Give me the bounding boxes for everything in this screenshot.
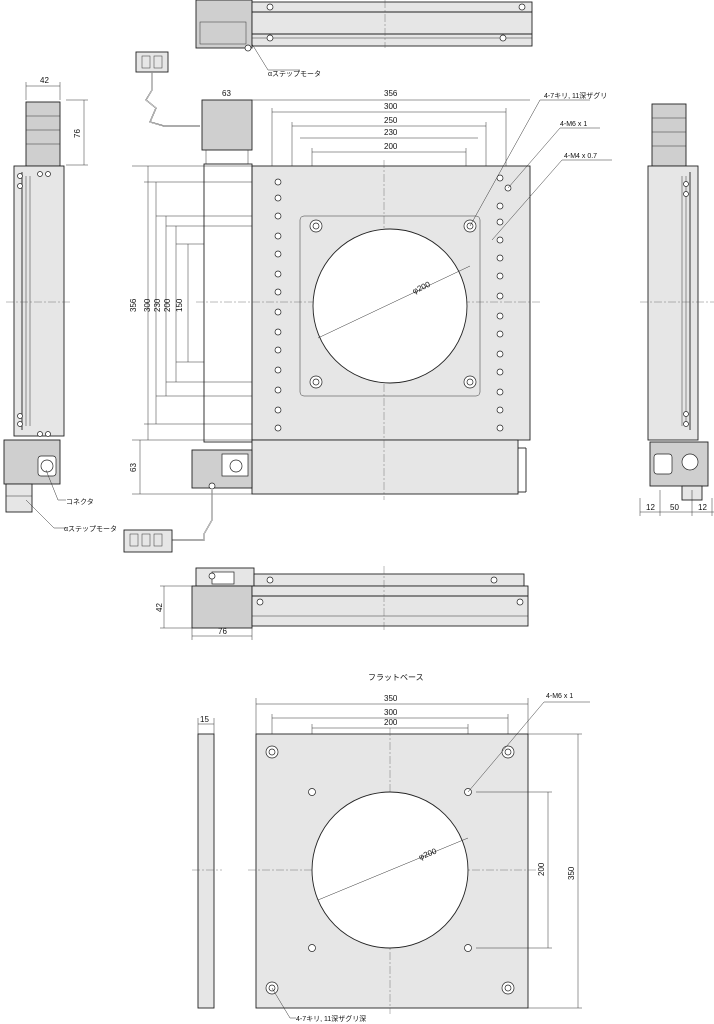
dim-left-200: 200	[163, 298, 172, 312]
left-motor-body	[25, 101, 61, 167]
right-side-view: 12 50 12	[639, 103, 714, 516]
flat-base-title: フラットベース	[368, 673, 424, 682]
left-stage-body	[13, 165, 65, 437]
top-motor-flange	[199, 21, 247, 45]
bottom-dim-42: 42	[155, 603, 164, 612]
bottom-view-rail	[253, 573, 525, 587]
main-plan-view: 63 356 300 250 230 200 356 300 230 200 1…	[123, 51, 612, 553]
left-hole-column	[274, 178, 282, 432]
base-dim-15: 15	[200, 715, 209, 724]
right-motor-body	[651, 103, 687, 167]
base-dim-right-350: 350	[567, 866, 576, 880]
base-dim-350: 350	[384, 694, 398, 703]
bottom-view-motor	[191, 585, 253, 629]
base-dim-300: 300	[384, 708, 398, 717]
main-center-bore	[312, 228, 468, 384]
top-motor-body	[195, 0, 253, 49]
bottom-connector	[123, 529, 173, 553]
callout-m6: 4-M6 x 1	[560, 121, 587, 128]
top-stage-body	[251, 1, 533, 47]
base-dim-200: 200	[384, 718, 398, 727]
flat-base-view: フラットベース 15 350 300 200 φ200	[192, 673, 590, 1023]
main-top-motor	[201, 99, 253, 151]
dim-left-300: 300	[143, 298, 152, 312]
dim-left-356: 356	[129, 298, 138, 312]
callout-counterbore: 4-7キリ, 11深ザグリ	[544, 91, 607, 100]
left-dim-42: 42	[40, 76, 49, 85]
dim-top-300: 300	[384, 102, 398, 111]
left-dim-76: 76	[73, 129, 82, 138]
bottom-dim-76: 76	[218, 627, 227, 636]
right-stage-body	[647, 165, 699, 441]
top-stepper-label: αステップモータ	[268, 69, 321, 78]
base-callout-m6: 4-M6 x 1	[546, 693, 573, 700]
dim-left-63: 63	[129, 463, 138, 472]
left-side-view: 42 76 コネクタ αステップモータ	[3, 76, 117, 533]
right-hole-column	[496, 174, 512, 432]
dim-top-356: 356	[384, 89, 398, 98]
base-side-profile	[197, 733, 215, 1009]
connector-label: コネクタ	[66, 497, 94, 506]
right-dim-12b: 12	[698, 503, 707, 512]
base-dim-right-200: 200	[537, 862, 546, 876]
right-dim-50: 50	[670, 503, 679, 512]
bottom-front-view: 42 76	[155, 566, 529, 640]
bottom-view-stage	[251, 585, 529, 627]
left-stepper-label: αステップモータ	[64, 524, 117, 533]
base-callout-counterbore: 4-7キリ, 11深ザグリ深	[296, 1014, 366, 1023]
top-connector	[135, 51, 169, 73]
dim-top-63: 63	[222, 89, 231, 98]
right-bottom-motor	[649, 441, 709, 487]
dim-left-150: 150	[175, 298, 184, 312]
callout-m4: 4-M4 x 0.7	[564, 153, 597, 160]
dim-top-230: 230	[384, 128, 398, 137]
dim-left-230: 230	[153, 298, 162, 312]
main-drive-housing	[203, 163, 253, 443]
dim-top-200: 200	[384, 142, 398, 151]
top-elevation-view: αステップモータ	[195, 0, 533, 78]
dim-top-250: 250	[384, 116, 398, 125]
main-stage-lower	[251, 439, 519, 495]
left-bottom-bracket	[5, 483, 33, 513]
right-dim-12a: 12	[646, 503, 655, 512]
